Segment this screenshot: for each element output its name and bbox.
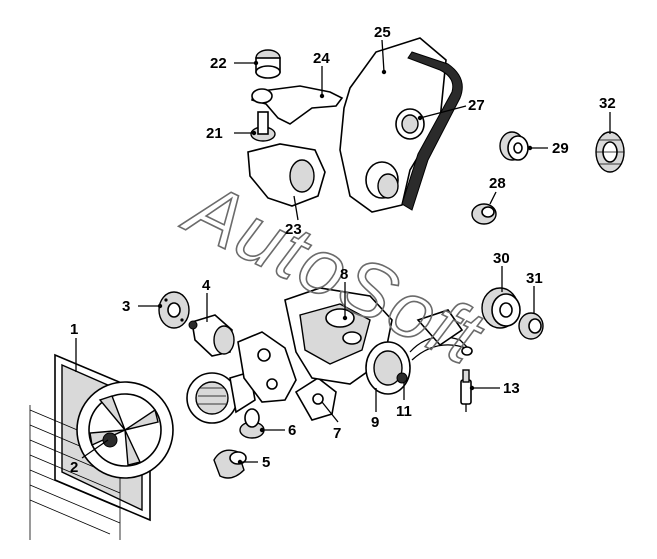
callout-6[interactable]: 6 (288, 422, 296, 439)
fan-blades (89, 395, 159, 466)
coolant-elbow-5[interactable] (213, 449, 247, 479)
callout-24[interactable]: 24 (313, 50, 330, 67)
callout-22[interactable]: 22 (210, 55, 227, 72)
callout-27[interactable]: 27 (468, 97, 485, 114)
callout-dots (157, 60, 533, 465)
callout-labels: 1 2 3 4 5 6 7 8 9 11 13 21 22 23 24 25 2… (70, 24, 616, 476)
cap-31[interactable] (518, 312, 544, 340)
gear-32[interactable] (595, 131, 625, 173)
callout-7[interactable]: 7 (333, 425, 341, 442)
fuel-lines (409, 309, 473, 361)
callout-4[interactable]: 4 (202, 277, 211, 294)
timing-belt[interactable] (401, 51, 463, 211)
bracket-24[interactable] (251, 85, 344, 125)
injection-pump-8[interactable] (284, 287, 393, 385)
callout-21[interactable]: 21 (206, 125, 223, 142)
callout-29[interactable]: 29 (552, 140, 569, 157)
injector-13[interactable] (460, 369, 472, 412)
callout-30[interactable]: 30 (493, 250, 510, 267)
tensioner-21[interactable] (250, 111, 276, 142)
bolt-11[interactable] (396, 372, 408, 384)
callout-13[interactable]: 13 (503, 380, 520, 397)
callout-9[interactable]: 9 (371, 414, 379, 431)
callout-23[interactable]: 23 (285, 221, 302, 238)
callout-3[interactable]: 3 (122, 298, 130, 315)
thermostat-6[interactable] (239, 408, 265, 439)
pulley-29[interactable] (499, 131, 529, 161)
callout-25[interactable]: 25 (374, 24, 391, 41)
callout-1[interactable]: 1 (70, 321, 78, 338)
cap-22[interactable] (255, 49, 281, 79)
callout-32[interactable]: 32 (599, 95, 616, 112)
radiator-assembly[interactable] (29, 353, 174, 540)
thermostat-housing-7[interactable] (294, 377, 337, 421)
callout-2[interactable]: 2 (70, 459, 78, 476)
mount-23[interactable] (247, 143, 326, 207)
callout-5[interactable]: 5 (262, 454, 270, 471)
pulley-30[interactable] (481, 287, 521, 329)
timing-cover-25[interactable] (339, 37, 447, 213)
callout-31[interactable]: 31 (526, 270, 543, 287)
bushing-28[interactable] (471, 203, 497, 225)
callout-leaders (75, 39, 611, 463)
fuel-pump-4[interactable] (188, 314, 235, 357)
alternator-bracket[interactable] (237, 331, 297, 403)
callout-11[interactable]: 11 (396, 403, 412, 420)
callout-28[interactable]: 28 (489, 175, 506, 192)
callout-8[interactable]: 8 (340, 266, 348, 283)
crank-pulley-3[interactable] (158, 291, 190, 329)
tensioner-pulley-27[interactable] (395, 108, 425, 140)
